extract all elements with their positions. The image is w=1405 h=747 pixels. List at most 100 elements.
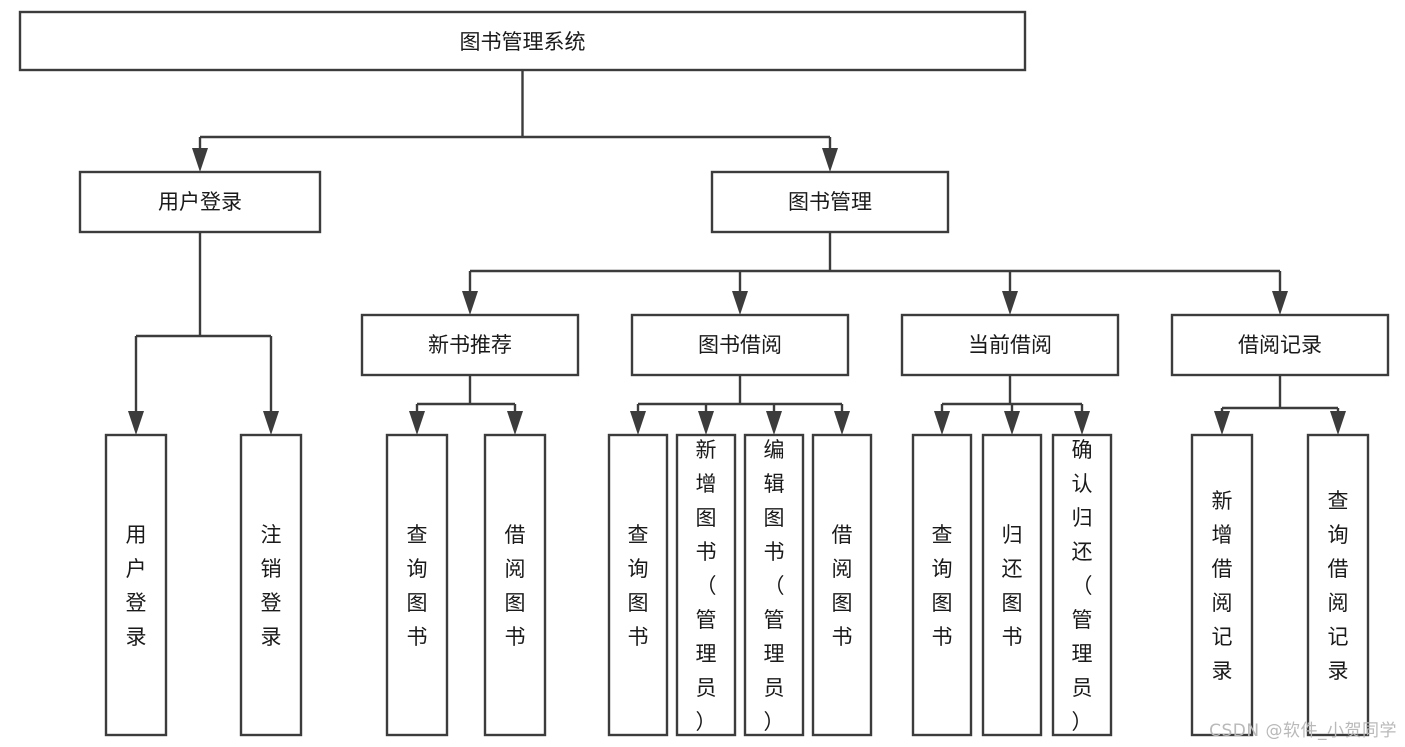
node-root[interactable]: 图书管理系统 — [18, 10, 1027, 72]
arrow-head-leaf-borrow-query — [630, 411, 646, 435]
leaf-char: 户 — [126, 557, 147, 581]
leaf-char: 理 — [696, 642, 717, 666]
node-user-login-label: 用户登录 — [158, 190, 242, 214]
leaf-char: 查 — [628, 523, 649, 547]
leaf-char: 录 — [261, 625, 282, 649]
leaf-record-add-box[interactable] — [1190, 433, 1254, 737]
node-borrow-record[interactable]: 借阅记录 — [1170, 313, 1390, 377]
leaf-borrow-edit-book-box[interactable] — [743, 433, 805, 737]
node-book-borrow[interactable]: 图书借阅 — [630, 313, 850, 377]
arrow-head-leaf-user-logout — [263, 411, 279, 435]
arrow-head-borrow-record — [1272, 291, 1288, 315]
leaf-char: 登 — [261, 591, 282, 615]
arrow-head-leaf-recommend-query — [409, 411, 425, 435]
node-current-borrow-box[interactable] — [900, 313, 1120, 377]
leaf-current-confirm-return-box[interactable] — [1051, 433, 1113, 737]
leaf-record-query-box[interactable] — [1306, 433, 1370, 737]
arrow-head-new-book-recommend — [462, 291, 478, 315]
leaf-char: 确 — [1072, 438, 1093, 462]
connector-layer — [128, 70, 1346, 435]
leaf-user-logout-box[interactable] — [239, 433, 303, 737]
node-user-login[interactable]: 用户登录 — [78, 170, 322, 234]
arrow-head-leaf-current-confirm-return — [1074, 411, 1090, 435]
leaf-char: 员 — [696, 676, 717, 700]
leaf-char: 辑 — [764, 472, 785, 496]
leaf-char: 图 — [932, 591, 953, 615]
node-new-book-recommend-box[interactable] — [360, 313, 580, 377]
arrow-head-leaf-recommend-borrow — [507, 411, 523, 435]
leaf-char: 登 — [126, 591, 147, 615]
node-user-login-box[interactable] — [78, 170, 322, 234]
leaf-char: 员 — [1072, 676, 1093, 700]
leaf-char: 书 — [1002, 625, 1023, 649]
leaf-recommend-borrow-box[interactable] — [483, 433, 547, 737]
node-borrow-record-box[interactable] — [1170, 313, 1390, 377]
leaf-borrow-add-book-box[interactable] — [675, 433, 737, 737]
node-root-label: 图书管理系统 — [460, 30, 586, 54]
node-current-borrow-label: 当前借阅 — [968, 333, 1052, 357]
arrow-head-leaf-borrow-add-book — [698, 411, 714, 435]
arrow-head-book-manage — [822, 148, 838, 172]
leaf-char: 查 — [1328, 489, 1349, 513]
leaf-char: 阅 — [1212, 591, 1233, 615]
leaf-char: 查 — [407, 523, 428, 547]
arrow-head-leaf-borrow-edit-book — [766, 411, 782, 435]
leaf-char: （ — [1072, 574, 1093, 598]
leaf-char: 书 — [764, 540, 785, 564]
leaf-char: 记 — [1212, 625, 1233, 649]
node-book-manage-label: 图书管理 — [788, 190, 872, 214]
leaf-char: 注 — [261, 523, 282, 547]
leaf-char: 管 — [1072, 608, 1093, 632]
node-book-borrow-label: 图书借阅 — [698, 333, 782, 357]
leaf-char: 图 — [505, 591, 526, 615]
leaf-recommend-query-box[interactable] — [385, 433, 449, 737]
leaf-current-return-box[interactable] — [981, 433, 1043, 737]
leaf-char: ） — [764, 710, 785, 734]
leaf-char: 还 — [1072, 540, 1093, 564]
leaf-char: 归 — [1002, 523, 1023, 547]
leaf-char: 阅 — [505, 557, 526, 581]
leaf-char: 书 — [832, 625, 853, 649]
leaf-char: 销 — [261, 557, 282, 581]
leaf-char: 编 — [764, 438, 785, 462]
leaf-char: 图 — [1002, 591, 1023, 615]
node-root-box[interactable] — [18, 10, 1027, 72]
arrow-head-leaf-user-login — [128, 411, 144, 435]
node-book-manage-box[interactable] — [710, 170, 950, 234]
leaf-char: 管 — [764, 608, 785, 632]
leaf-char: 图 — [832, 591, 853, 615]
node-current-borrow[interactable]: 当前借阅 — [900, 313, 1120, 377]
node-book-borrow-box[interactable] — [630, 313, 850, 377]
leaf-char: 归 — [1072, 506, 1093, 530]
leaf-current-query-box[interactable] — [911, 433, 973, 737]
leaf-char: 录 — [126, 625, 147, 649]
leaf-borrow-borrow-book-box[interactable] — [811, 433, 873, 737]
leaf-char: （ — [696, 574, 717, 598]
leaf-char: 录 — [1328, 659, 1349, 683]
node-new-book-recommend[interactable]: 新书推荐 — [360, 313, 580, 377]
leaf-char: 借 — [832, 523, 853, 547]
arrow-head-leaf-record-add — [1214, 411, 1230, 435]
leaf-char: 员 — [764, 676, 785, 700]
leaf-char: 询 — [932, 557, 953, 581]
arrow-head-leaf-borrow-borrow-book — [834, 411, 850, 435]
leaf-char: 借 — [505, 523, 526, 547]
leaf-user-login-label: 用户登录 — [126, 523, 147, 649]
node-book-manage[interactable]: 图书管理 — [710, 170, 950, 234]
leaf-char: 询 — [628, 557, 649, 581]
leaf-borrow-query-box[interactable] — [607, 433, 669, 737]
leaf-char: 用 — [126, 523, 147, 547]
leaf-user-login-box[interactable] — [104, 433, 168, 737]
arrow-head-leaf-record-query — [1330, 411, 1346, 435]
leaf-char: 阅 — [832, 557, 853, 581]
